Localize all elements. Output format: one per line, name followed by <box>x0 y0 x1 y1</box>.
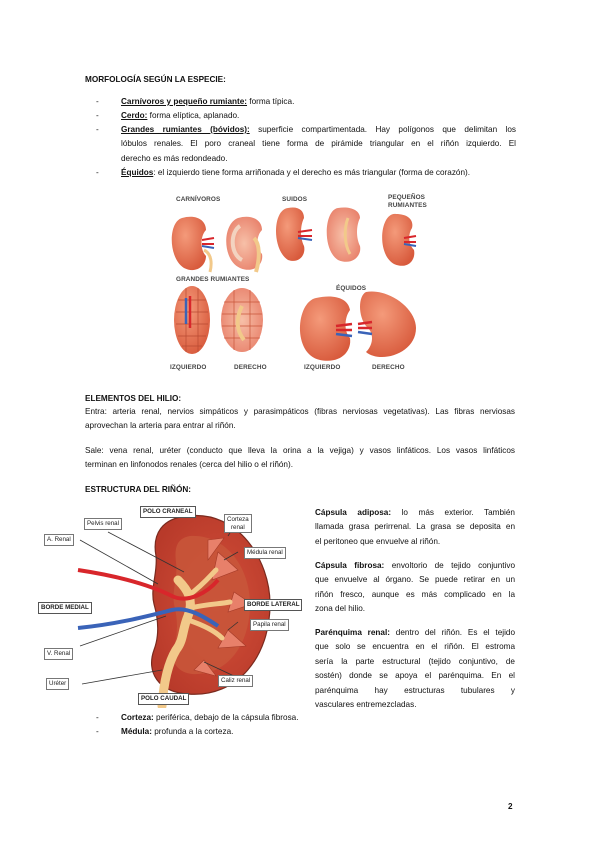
heading-hilio: ELEMENTOS DEL HILIO: <box>85 394 182 403</box>
bullet-text: : el izquierdo tiene forma arriñonada y … <box>153 168 471 177</box>
label-polo-craneal: POLO CRANEAL <box>140 506 196 518</box>
label-corteza-line1: Corteza <box>227 516 249 523</box>
text-capsula-fibrosa-3: riñón fresco, aunque es más complicado e… <box>315 589 515 599</box>
bullet-term: Grandes rumiantes (bóvidos): <box>121 125 250 134</box>
label-a-renal: A. Renal <box>44 534 74 546</box>
label-v-renal: V. Renal <box>44 648 74 660</box>
label-pequenos-1: PEQUEÑOS <box>388 194 426 201</box>
text-capsula-fibrosa-4: zona del hilio. <box>315 604 366 614</box>
label-ureter: Uréter <box>46 678 70 690</box>
entra-line-2: aprovechan la arteria para entrar al riñ… <box>85 421 236 430</box>
bullet-text: derecho es más redondeado. <box>121 153 228 163</box>
text-capsula-adiposa-3: el peritoneo que envuelve al riñón. <box>315 536 441 546</box>
label-suidos: SUIDOS <box>282 196 308 203</box>
term-parenquima: Parénquima renal: <box>315 628 390 637</box>
page-number: 2 <box>508 802 513 811</box>
label-izquierdo-2: IZQUIERDO <box>304 364 341 371</box>
capsula-fibrosa-block: Cápsula fibrosa: envoltorio de tejido co… <box>315 559 515 617</box>
bullet-term: Cerdo: <box>121 111 148 120</box>
label-carnivoros: CARNÍVOROS <box>176 196 221 203</box>
text-parenquima-4: sostén) donde se apoya el parénquima. En… <box>315 671 515 681</box>
text-capsula-fibrosa-1: envoltorio de tejido conjuntivo <box>384 561 515 570</box>
horse-left-kidney <box>300 296 353 361</box>
bullet-text: profunda a la corteza. <box>151 727 234 736</box>
bullet-text: superficie compartimentada. Hay polígono… <box>258 125 517 134</box>
kidney-section-illustration <box>77 514 271 708</box>
label-derecho-2: DERECHO <box>372 364 405 371</box>
sale-line-1: Sale: vena renal, uréter (conducto que l… <box>85 446 515 455</box>
text-capsula-fibrosa-2: que envuelve al órgano. Se puede retirar… <box>315 575 515 585</box>
text-parenquima-5: parénquima hay estructuras tubulares y <box>315 685 515 695</box>
entra-line-1: Entra: arteria renal, nervios simpáticos… <box>85 407 515 416</box>
text-parenquima-2: que solo se encuentra en el riñón. El es… <box>315 642 515 652</box>
bovine-right-kidney <box>221 288 263 352</box>
small-ruminant-kidney <box>382 213 415 266</box>
text-parenquima-3: sería la parte estructural (tejido conju… <box>315 656 515 666</box>
bullet-text: forma típica. <box>247 97 295 106</box>
bullet-term: Médula: <box>121 727 152 736</box>
label-polo-caudal: POLO CAUDAL <box>138 693 190 705</box>
species-kidney-figure: CARNÍVOROS SUIDOS PEQUEÑOS RUMIANTES GRA… <box>160 188 427 378</box>
horse-right-kidney <box>357 291 416 358</box>
term-capsula-fibrosa: Cápsula fibrosa: <box>315 561 385 570</box>
label-medula-renal: Médula renal <box>244 547 286 559</box>
label-equidos: ÉQUIDOS <box>336 285 367 292</box>
text-capsula-adiposa-2: llamada grasa perirrenal. La grasa se de… <box>315 522 515 532</box>
text-parenquima-1: dentro del riñón. Es el tejido <box>389 628 515 637</box>
label-corteza-renal: Corteza renal <box>224 514 252 533</box>
text-capsula-adiposa-1: lo más exterior. También <box>391 508 515 517</box>
bullet-term: Équidos <box>121 168 154 177</box>
bullet-text: periférica, debajo de la cápsula fibrosa… <box>153 713 299 722</box>
label-izquierdo-1: IZQUIERDO <box>170 364 207 371</box>
label-caliz-renal: Caliz renal <box>218 675 254 687</box>
parenquima-block: Parénquima renal: dentro del riñón. Es e… <box>315 626 515 712</box>
pig-kidney <box>276 207 305 261</box>
text-parenquima-6: vasculares entremezcladas. <box>315 700 417 710</box>
label-pequenos-2: RUMIANTES <box>388 202 427 209</box>
carnivore-kidney <box>171 216 206 271</box>
bullet-text: forma elíptica, aplanado. <box>147 111 240 120</box>
bullet-term: Corteza: <box>121 713 154 722</box>
heading-estructura: ESTRUCTURA DEL RIÑÓN: <box>85 485 191 494</box>
capsula-adiposa-block: Cápsula adiposa: lo más exterior. Tambié… <box>315 506 515 549</box>
label-papila-renal: Papila renal <box>250 619 289 631</box>
label-grandes-rumiantes: GRANDES RUMIANTES <box>176 276 250 283</box>
label-derecho-1: DERECHO <box>234 364 267 371</box>
pig-kidney-section <box>326 207 361 262</box>
bullet-term: Carnívoros y pequeño rumiante: <box>121 97 248 106</box>
kidney-structure-figure: POLO CRANEAL POLO CAUDAL BORDE MEDIAL BO… <box>38 500 304 708</box>
label-borde-lateral: BORDE LATERAL <box>244 599 303 611</box>
bullet-text: lóbulos renales. El poro craneal tiene f… <box>121 139 516 149</box>
term-capsula-adiposa: Cápsula adiposa: <box>315 508 392 517</box>
heading-morfologia: MORFOLOGÍA SEGÚN LA ESPECIE: <box>85 75 226 84</box>
label-corteza-line2: renal <box>230 523 245 531</box>
bovine-left-kidney <box>174 286 210 354</box>
kidney-illustrations <box>171 207 417 361</box>
label-pelvis-renal: Pelvis renal <box>84 518 122 530</box>
label-borde-medial: BORDE MEDIAL <box>38 602 92 614</box>
sale-line-2: terminan en linfonodos renales (cerca de… <box>85 460 293 469</box>
